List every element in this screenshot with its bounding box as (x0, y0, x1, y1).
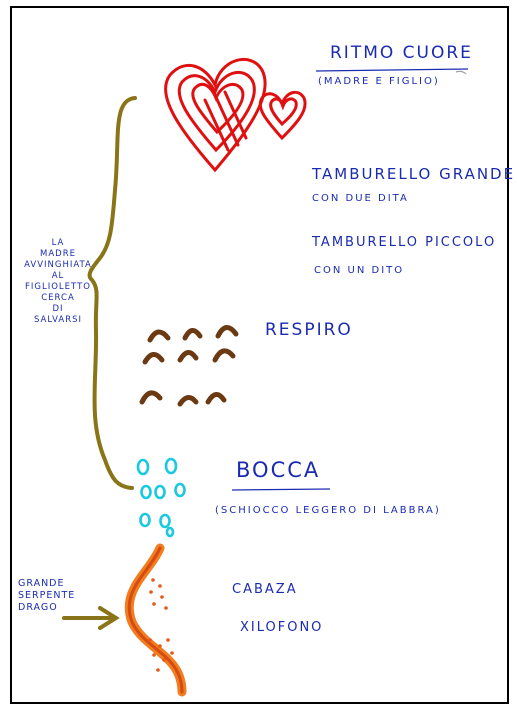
serpent-icon (129, 548, 182, 692)
mouth-circles-icon (138, 459, 185, 536)
breath-marks-icon (142, 327, 236, 404)
caption-line: FIGLIOLETTO (18, 282, 98, 293)
mouth-detail: (SCHIOCCO LEGGERO DI LABBRA) (215, 505, 441, 516)
heart-rhythm-title: RITMO CUORE (330, 43, 473, 63)
heart-icon (166, 59, 266, 170)
caption-line: SALVARSI (18, 315, 98, 326)
caption-line: AVVINGHIATA (18, 260, 98, 271)
caption-line: DI (18, 304, 98, 315)
mouth-label: BOCCA (236, 458, 320, 482)
caption-line: DRAGO (18, 602, 78, 614)
dragon-caption: GRANDE SERPENTE DRAGO (18, 578, 78, 614)
caption-line: MADRE (18, 249, 98, 260)
underlines (232, 69, 468, 490)
small-tambourine-detail: CON UN DITO (314, 265, 404, 276)
caption-line: AL (18, 271, 98, 282)
big-tambourine-label: TAMBURELLO GRANDE (312, 165, 515, 183)
small-tambourine-label: TAMBURELLO PICCOLO (312, 235, 496, 250)
caption-line: SERPENTE (18, 590, 78, 602)
heart-rhythm-subtitle: (MADRE E FIGLIO) (318, 76, 440, 87)
caption-line: GRANDE (18, 578, 78, 590)
caption-line: LA (18, 238, 98, 249)
caption-line: CERCA (18, 293, 98, 304)
big-tambourine-detail: CON DUE DITA (312, 193, 409, 204)
mother-caption: LA MADRE AVVINGHIATA AL FIGLIOLETTO CERC… (18, 238, 98, 326)
cabaza-label: CABAZA (232, 582, 298, 597)
breath-label: RESPIRO (265, 320, 353, 340)
xylophone-label: XILOFONO (240, 620, 323, 635)
small-heart-icon (260, 92, 305, 138)
